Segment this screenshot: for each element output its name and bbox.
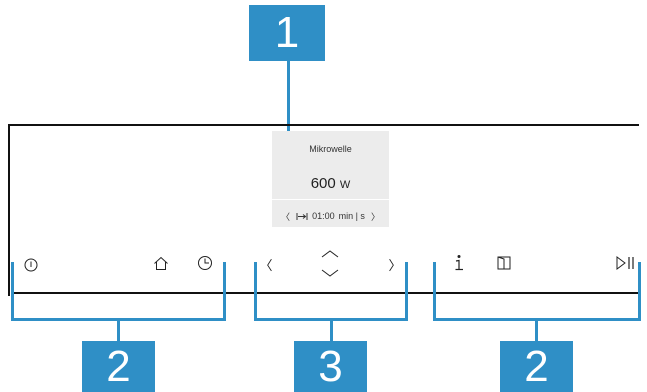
home-icon <box>154 256 168 270</box>
program-name: Mikrowelle <box>309 144 352 154</box>
panel-bottom-edge-mid2 <box>406 292 436 294</box>
callout-left-group: 2 <box>82 341 155 392</box>
callout-display-leader <box>287 61 290 167</box>
clock-icon <box>198 256 212 270</box>
chevron-down-icon <box>321 269 339 277</box>
bracket-center-group <box>254 262 408 321</box>
left-arrow-button[interactable]: 〈 <box>259 257 273 273</box>
home-button[interactable] <box>151 253 171 273</box>
duration-unit: min | s <box>338 211 365 221</box>
callout-center-group: 3 <box>294 341 367 392</box>
duration-next-button[interactable]: 〉 <box>370 211 380 222</box>
power-value: 600 <box>310 175 336 192</box>
info-button[interactable] <box>450 253 468 273</box>
start-stop-button[interactable] <box>614 253 638 273</box>
duration-icon <box>296 212 308 221</box>
duration-prev-button[interactable]: 〈 <box>281 211 291 222</box>
panel-bottom-edge-right <box>436 292 638 294</box>
callout-display: 1 <box>249 5 325 61</box>
play-pause-icon <box>616 256 634 270</box>
panel-top-edge <box>9 124 639 126</box>
panel-left-edge <box>8 124 10 296</box>
timer-button[interactable] <box>195 253 215 273</box>
duration-row: 〈 01:00 min | s 〉 <box>272 207 389 225</box>
bracket-center-leader <box>330 319 333 341</box>
callout-right-group: 2 <box>500 341 573 392</box>
power-icon <box>24 258 38 272</box>
bracket-left-leader <box>117 319 120 341</box>
duration-value: 01:00 <box>312 211 335 221</box>
chevron-up-icon <box>321 250 339 258</box>
panel-bottom-edge-mid1 <box>226 292 256 294</box>
panel-bottom-edge-left <box>13 292 227 294</box>
down-arrow-button[interactable] <box>318 266 342 280</box>
power-button[interactable] <box>21 255 41 275</box>
display-panel: Mikrowelle 600 W 〈 01:00 min | s 〉 <box>272 131 389 227</box>
up-arrow-button[interactable] <box>318 247 342 261</box>
display-divider <box>272 199 389 200</box>
power-readout: 600 W <box>272 175 389 192</box>
power-unit: W <box>339 179 351 191</box>
bracket-left-group <box>11 262 226 321</box>
info-icon <box>455 255 463 271</box>
bracket-right-leader <box>535 319 538 341</box>
bracket-right-group <box>433 262 641 321</box>
door-button[interactable] <box>494 253 514 273</box>
door-icon <box>497 256 511 270</box>
panel-bottom-edge-center <box>256 292 406 294</box>
right-arrow-button[interactable]: 〉 <box>388 257 402 273</box>
